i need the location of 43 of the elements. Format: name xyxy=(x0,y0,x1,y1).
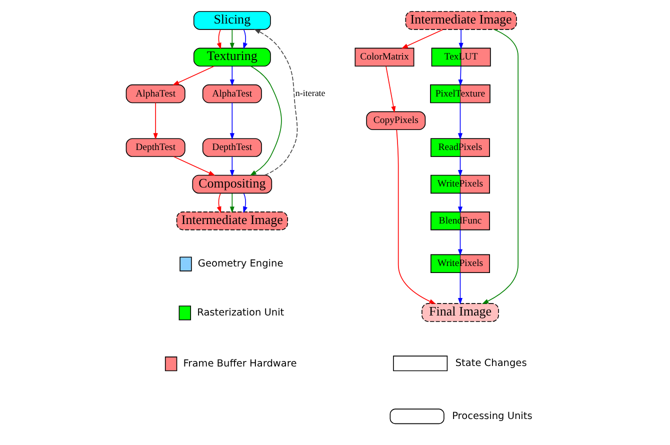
arrow xyxy=(401,29,444,49)
arrow xyxy=(230,66,234,86)
arrow xyxy=(230,193,234,214)
arrow xyxy=(458,272,463,304)
legend-label: Geometry Engine xyxy=(198,258,284,270)
arrow xyxy=(216,29,222,50)
node-box: AlphaTest xyxy=(126,84,186,104)
node-box: Intermediate Image xyxy=(176,212,288,230)
arrow xyxy=(243,193,248,214)
node-box: DepthTest xyxy=(126,138,186,157)
arrow xyxy=(250,66,282,176)
arrow xyxy=(230,156,234,176)
edge-label: n-iterate xyxy=(295,88,326,98)
arrow xyxy=(216,193,222,214)
arrow xyxy=(482,29,518,304)
arrow xyxy=(458,193,463,214)
node-box: Compositing xyxy=(192,174,272,194)
legend-label: Rasterization Unit xyxy=(197,307,284,318)
node-box: Intermediate Image xyxy=(405,11,517,30)
arrow xyxy=(386,66,396,113)
arrow xyxy=(172,66,214,86)
arrow xyxy=(396,130,436,304)
node-box: AlphaTest xyxy=(202,84,262,104)
arrow xyxy=(153,102,158,140)
arrow xyxy=(458,102,463,140)
legend-label: Processing Units xyxy=(452,410,532,422)
node-box: DepthTest xyxy=(202,138,262,157)
arrow xyxy=(230,102,234,140)
legend-label: State Changes xyxy=(455,358,527,369)
arrow xyxy=(458,66,463,86)
legend-label: Frame Buffer Hardware xyxy=(183,358,297,370)
node-box: ColorMatrix xyxy=(354,48,414,66)
arrow xyxy=(458,29,464,50)
arrow xyxy=(458,156,463,176)
arrow xyxy=(254,28,298,176)
node-box: CopyPixels xyxy=(366,111,426,130)
arrow xyxy=(458,230,463,256)
node-box: Texturing xyxy=(193,48,271,66)
arrow xyxy=(230,29,234,50)
node-box: Final Image xyxy=(422,303,499,322)
arrow xyxy=(243,29,248,50)
arrow xyxy=(173,156,216,176)
node-box: Slicing xyxy=(193,11,271,30)
